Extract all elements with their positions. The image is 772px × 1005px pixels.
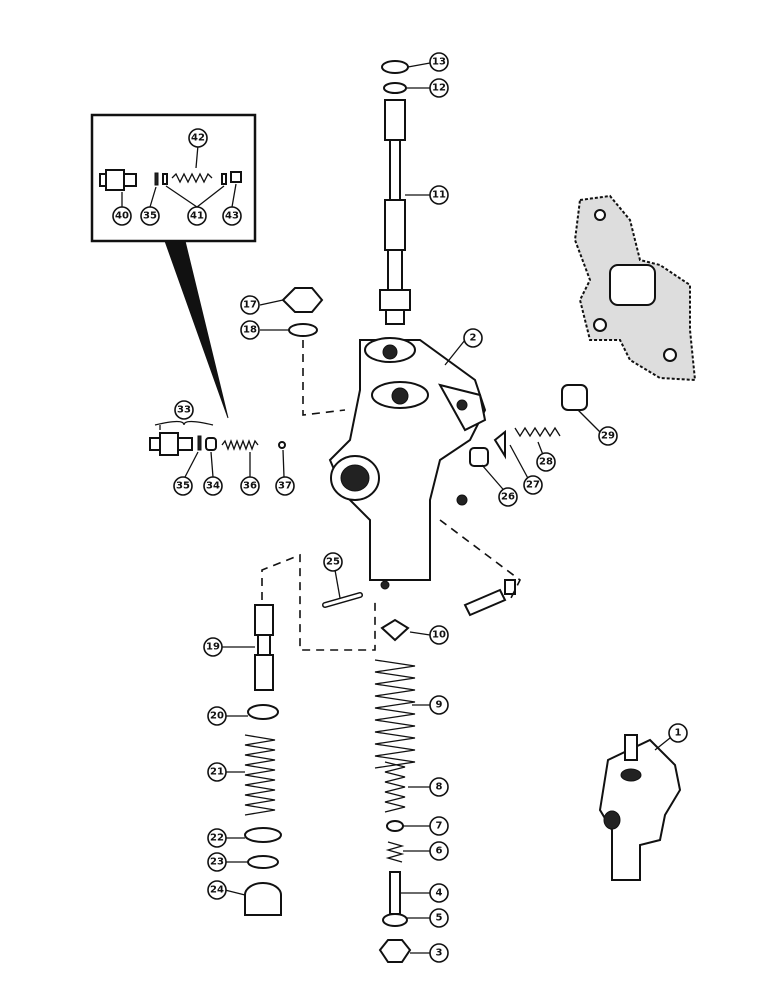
callout-20: 20 bbox=[207, 706, 227, 726]
assembled-valve-thumbnail bbox=[598, 734, 682, 881]
callout-19: 19 bbox=[203, 637, 223, 657]
callout-leader-lines bbox=[121, 62, 671, 954]
svg-text:7: 7 bbox=[436, 821, 443, 832]
svg-text:5: 5 bbox=[436, 913, 443, 924]
svg-text:33: 33 bbox=[177, 405, 191, 416]
svg-text:34: 34 bbox=[206, 481, 220, 492]
svg-text:20: 20 bbox=[210, 711, 224, 722]
svg-text:10: 10 bbox=[432, 630, 446, 641]
callout-28: 28 bbox=[536, 452, 556, 472]
pin bbox=[322, 592, 363, 608]
svg-text:4: 4 bbox=[436, 888, 443, 899]
callout-13: 13 bbox=[429, 52, 449, 72]
svg-text:43: 43 bbox=[225, 211, 239, 222]
svg-text:8: 8 bbox=[436, 782, 443, 793]
fitting-group bbox=[149, 432, 286, 456]
svg-text:18: 18 bbox=[243, 325, 257, 336]
callout-22: 22 bbox=[207, 828, 227, 848]
svg-text:24: 24 bbox=[210, 885, 224, 896]
svg-text:35: 35 bbox=[176, 481, 190, 492]
inset-fitting-40 bbox=[99, 169, 242, 191]
callout-33: 33 bbox=[174, 400, 194, 420]
svg-text:3: 3 bbox=[436, 948, 443, 959]
valve-body bbox=[328, 337, 487, 590]
svg-text:12: 12 bbox=[432, 83, 446, 94]
callout-11: 11 bbox=[429, 185, 449, 205]
callout-2: 2 bbox=[463, 328, 483, 348]
svg-text:9: 9 bbox=[436, 700, 443, 711]
svg-text:21: 21 bbox=[210, 767, 224, 778]
inset-detail-box bbox=[90, 113, 257, 419]
svg-text:11: 11 bbox=[432, 190, 446, 201]
bolt bbox=[463, 579, 516, 617]
callout-8: 8 bbox=[429, 777, 449, 797]
relief-parts bbox=[469, 384, 588, 467]
svg-text:26: 26 bbox=[501, 492, 515, 503]
callout-37: 37 bbox=[275, 476, 295, 496]
svg-text:19: 19 bbox=[206, 642, 220, 653]
callout-7: 7 bbox=[429, 816, 449, 836]
callout-6: 6 bbox=[429, 841, 449, 861]
left-parts-stack bbox=[244, 604, 282, 916]
svg-text:1: 1 bbox=[675, 728, 682, 739]
svg-text:36: 36 bbox=[243, 481, 257, 492]
svg-text:29: 29 bbox=[601, 431, 615, 442]
callout-18: 18 bbox=[240, 320, 260, 340]
svg-text:37: 37 bbox=[278, 481, 292, 492]
callout-41: 41 bbox=[187, 206, 207, 226]
svg-text:22: 22 bbox=[210, 833, 224, 844]
svg-text:35: 35 bbox=[143, 211, 157, 222]
callout-43: 43 bbox=[222, 206, 242, 226]
callout-25: 25 bbox=[323, 552, 343, 572]
callout-3: 3 bbox=[429, 943, 449, 963]
callout-42: 42 bbox=[188, 128, 208, 148]
callout-24: 24 bbox=[207, 880, 227, 900]
callout-35-inset: 35 bbox=[140, 206, 160, 226]
callout-34: 34 bbox=[203, 476, 223, 496]
callout-10: 10 bbox=[429, 625, 449, 645]
callout-21: 21 bbox=[207, 762, 227, 782]
callout-35-lower: 35 bbox=[173, 476, 193, 496]
svg-text:23: 23 bbox=[210, 857, 224, 868]
callout-27: 27 bbox=[523, 475, 543, 495]
callout-12: 12 bbox=[429, 78, 449, 98]
svg-text:17: 17 bbox=[243, 300, 257, 311]
callout-9: 9 bbox=[429, 695, 449, 715]
callout-17: 17 bbox=[240, 295, 260, 315]
callout-5: 5 bbox=[429, 908, 449, 928]
svg-text:13: 13 bbox=[432, 57, 446, 68]
svg-text:6: 6 bbox=[436, 846, 443, 857]
center-parts-stack bbox=[374, 618, 416, 963]
plug-and-o-ring bbox=[281, 287, 324, 337]
svg-text:40: 40 bbox=[115, 211, 129, 222]
assembly-dashed-lines bbox=[261, 340, 522, 651]
callout-4: 4 bbox=[429, 883, 449, 903]
svg-text:28: 28 bbox=[539, 457, 553, 468]
svg-text:27: 27 bbox=[526, 480, 540, 491]
callout-26: 26 bbox=[498, 487, 518, 507]
cover-gasket bbox=[573, 194, 697, 382]
callout-40: 40 bbox=[112, 206, 132, 226]
svg-text:42: 42 bbox=[191, 133, 205, 144]
valve-spool bbox=[379, 60, 411, 325]
callout-1: 1 bbox=[668, 723, 688, 743]
callout-29: 29 bbox=[598, 426, 618, 446]
callout-36: 36 bbox=[240, 476, 260, 496]
callout-23: 23 bbox=[207, 852, 227, 872]
svg-text:41: 41 bbox=[190, 211, 204, 222]
svg-text:2: 2 bbox=[470, 333, 477, 344]
svg-text:25: 25 bbox=[326, 557, 340, 568]
